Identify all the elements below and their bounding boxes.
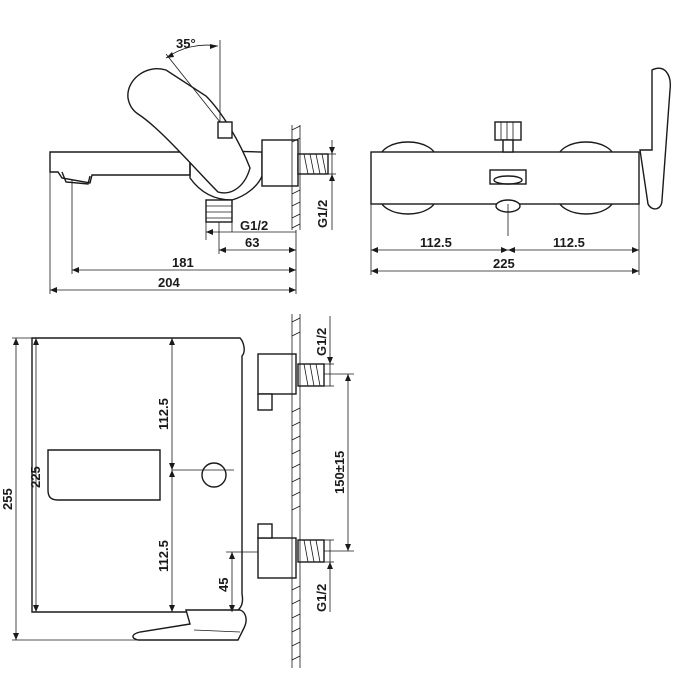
front-view: 255 225 112.5 112.5 45 150±15 G1/2 [0,314,354,668]
spout-outline [49,151,191,184]
spout-front [132,609,247,641]
bottom-outlet [205,199,233,223]
diverter-knob [217,121,233,139]
wall-hatch [291,125,301,230]
nut-top [257,353,297,395]
thread-label-vertical: G1/2 [315,200,330,228]
dim-63: 63 [245,235,259,250]
body-window [47,449,161,501]
dim-255: 255 [0,488,15,510]
thread-label-front-top: G1/2 [314,328,329,356]
connector-top [297,363,325,387]
dim-181: 181 [172,255,194,270]
dim-lower-112-5: 112.5 [156,540,171,572]
side-view: 35° G1/2 63 181 204 G1/2 [49,36,336,294]
angle-label: 35° [176,36,196,51]
dim-upper-112-5: 112.5 [156,398,171,430]
diverter-top [494,121,522,141]
dim-225-front: 225 [28,466,43,488]
lever-handle [127,68,251,194]
dim-150-15: 150±15 [332,451,347,494]
nut-bottom [257,537,297,579]
thread-connector [297,153,329,175]
dim-top-left: 112.5 [420,235,452,250]
spout-tip [61,171,91,185]
dim-top-right: 112.5 [553,235,585,250]
dim-204: 204 [158,275,180,290]
top-view: 112.5 112.5 225 [370,67,671,275]
eccentric-nut [261,139,299,187]
lever-top [639,67,671,210]
dim-45: 45 [216,578,231,592]
wall-hatch-front [291,314,301,668]
thread-label-side: G1/2 [240,218,268,233]
dim-top-total: 225 [493,256,515,271]
thread-label-front-bottom: G1/2 [314,584,329,612]
diverter-front [201,462,227,488]
